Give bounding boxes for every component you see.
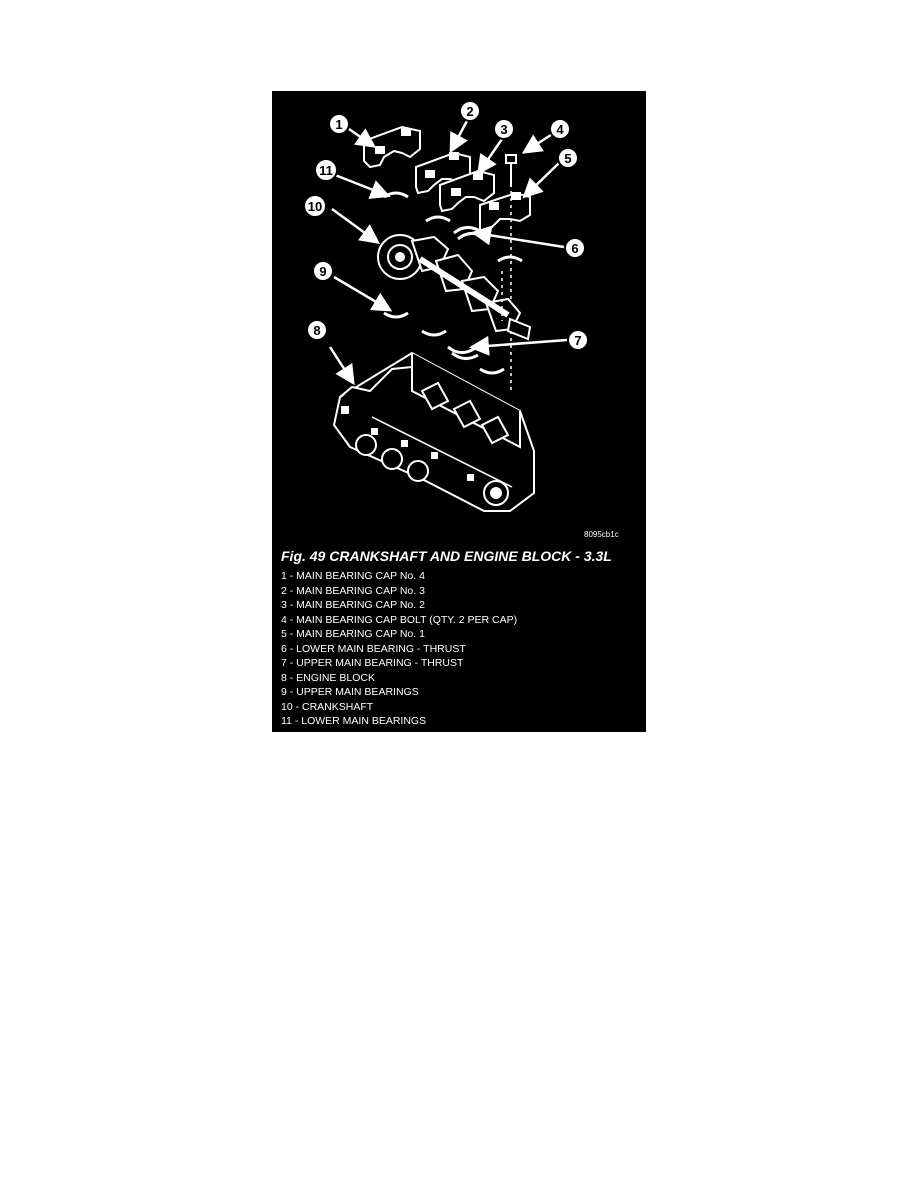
svg-text:3: 3 xyxy=(500,122,507,137)
callout-3: 3 xyxy=(493,118,515,140)
svg-text:5: 5 xyxy=(564,151,571,166)
svg-text:9: 9 xyxy=(319,264,326,279)
callout-7: 7 xyxy=(567,329,589,351)
legend-list: 1 - MAIN BEARING CAP No. 4 2 - MAIN BEAR… xyxy=(281,569,517,729)
callout-10: 10 xyxy=(303,194,327,218)
leader-lines xyxy=(328,118,568,386)
drawing-code: 8095cb1c xyxy=(584,530,619,539)
svg-text:4: 4 xyxy=(556,122,564,137)
callout-2: 2 xyxy=(459,100,481,122)
exploded-view-illustration: 1 2 3 4 5 6 7 8 xyxy=(303,100,589,512)
upper-main-bearings xyxy=(383,311,505,375)
svg-text:6: 6 xyxy=(571,241,578,256)
main-bearing-cap-no4 xyxy=(363,125,421,169)
engine-block xyxy=(332,351,535,512)
legend-item: 8 - ENGINE BLOCK xyxy=(281,671,375,684)
legend-item: 11 - LOWER MAIN BEARINGS xyxy=(281,715,427,727)
legend-item: 1 - MAIN BEARING CAP No. 4 xyxy=(281,570,425,582)
legend-item: 10 - CRANKSHAFT xyxy=(281,700,374,713)
svg-text:8: 8 xyxy=(313,323,320,338)
svg-text:10: 10 xyxy=(308,199,322,214)
figure-title: Fig. 49 CRANKSHAFT AND ENGINE BLOCK - 3.… xyxy=(281,548,612,564)
legend-item: 2 - MAIN BEARING CAP No. 3 xyxy=(281,584,425,597)
upper-main-bearing-thrust xyxy=(447,345,479,360)
callout-1: 1 xyxy=(328,113,350,135)
callout-9: 9 xyxy=(312,260,334,282)
legend-item: 9 - UPPER MAIN BEARINGS xyxy=(281,686,419,698)
main-bearing-cap-bolt xyxy=(505,154,517,391)
svg-text:7: 7 xyxy=(574,333,581,348)
callout-5: 5 xyxy=(557,147,579,169)
legend-item: 3 - MAIN BEARING CAP No. 2 xyxy=(281,599,425,611)
callout-4: 4 xyxy=(549,118,571,140)
legend-item: 6 - LOWER MAIN BEARING - THRUST xyxy=(281,642,466,655)
legend-item: 4 - MAIN BEARING CAP BOLT (QTY. 2 PER CA… xyxy=(281,613,518,626)
svg-text:2: 2 xyxy=(466,104,473,119)
legend-item: 5 - MAIN BEARING CAP No. 1 xyxy=(281,628,425,640)
callout-11: 11 xyxy=(314,158,338,182)
legend-item: 7 - UPPER MAIN BEARING - THRUST xyxy=(281,657,464,669)
figure-panel: 1 2 3 4 5 6 7 8 xyxy=(272,91,646,732)
callout-8: 8 xyxy=(306,319,328,341)
svg-text:11: 11 xyxy=(319,163,333,178)
crankshaft xyxy=(377,234,532,341)
svg-text:1: 1 xyxy=(335,117,342,132)
callout-6: 6 xyxy=(564,237,586,259)
